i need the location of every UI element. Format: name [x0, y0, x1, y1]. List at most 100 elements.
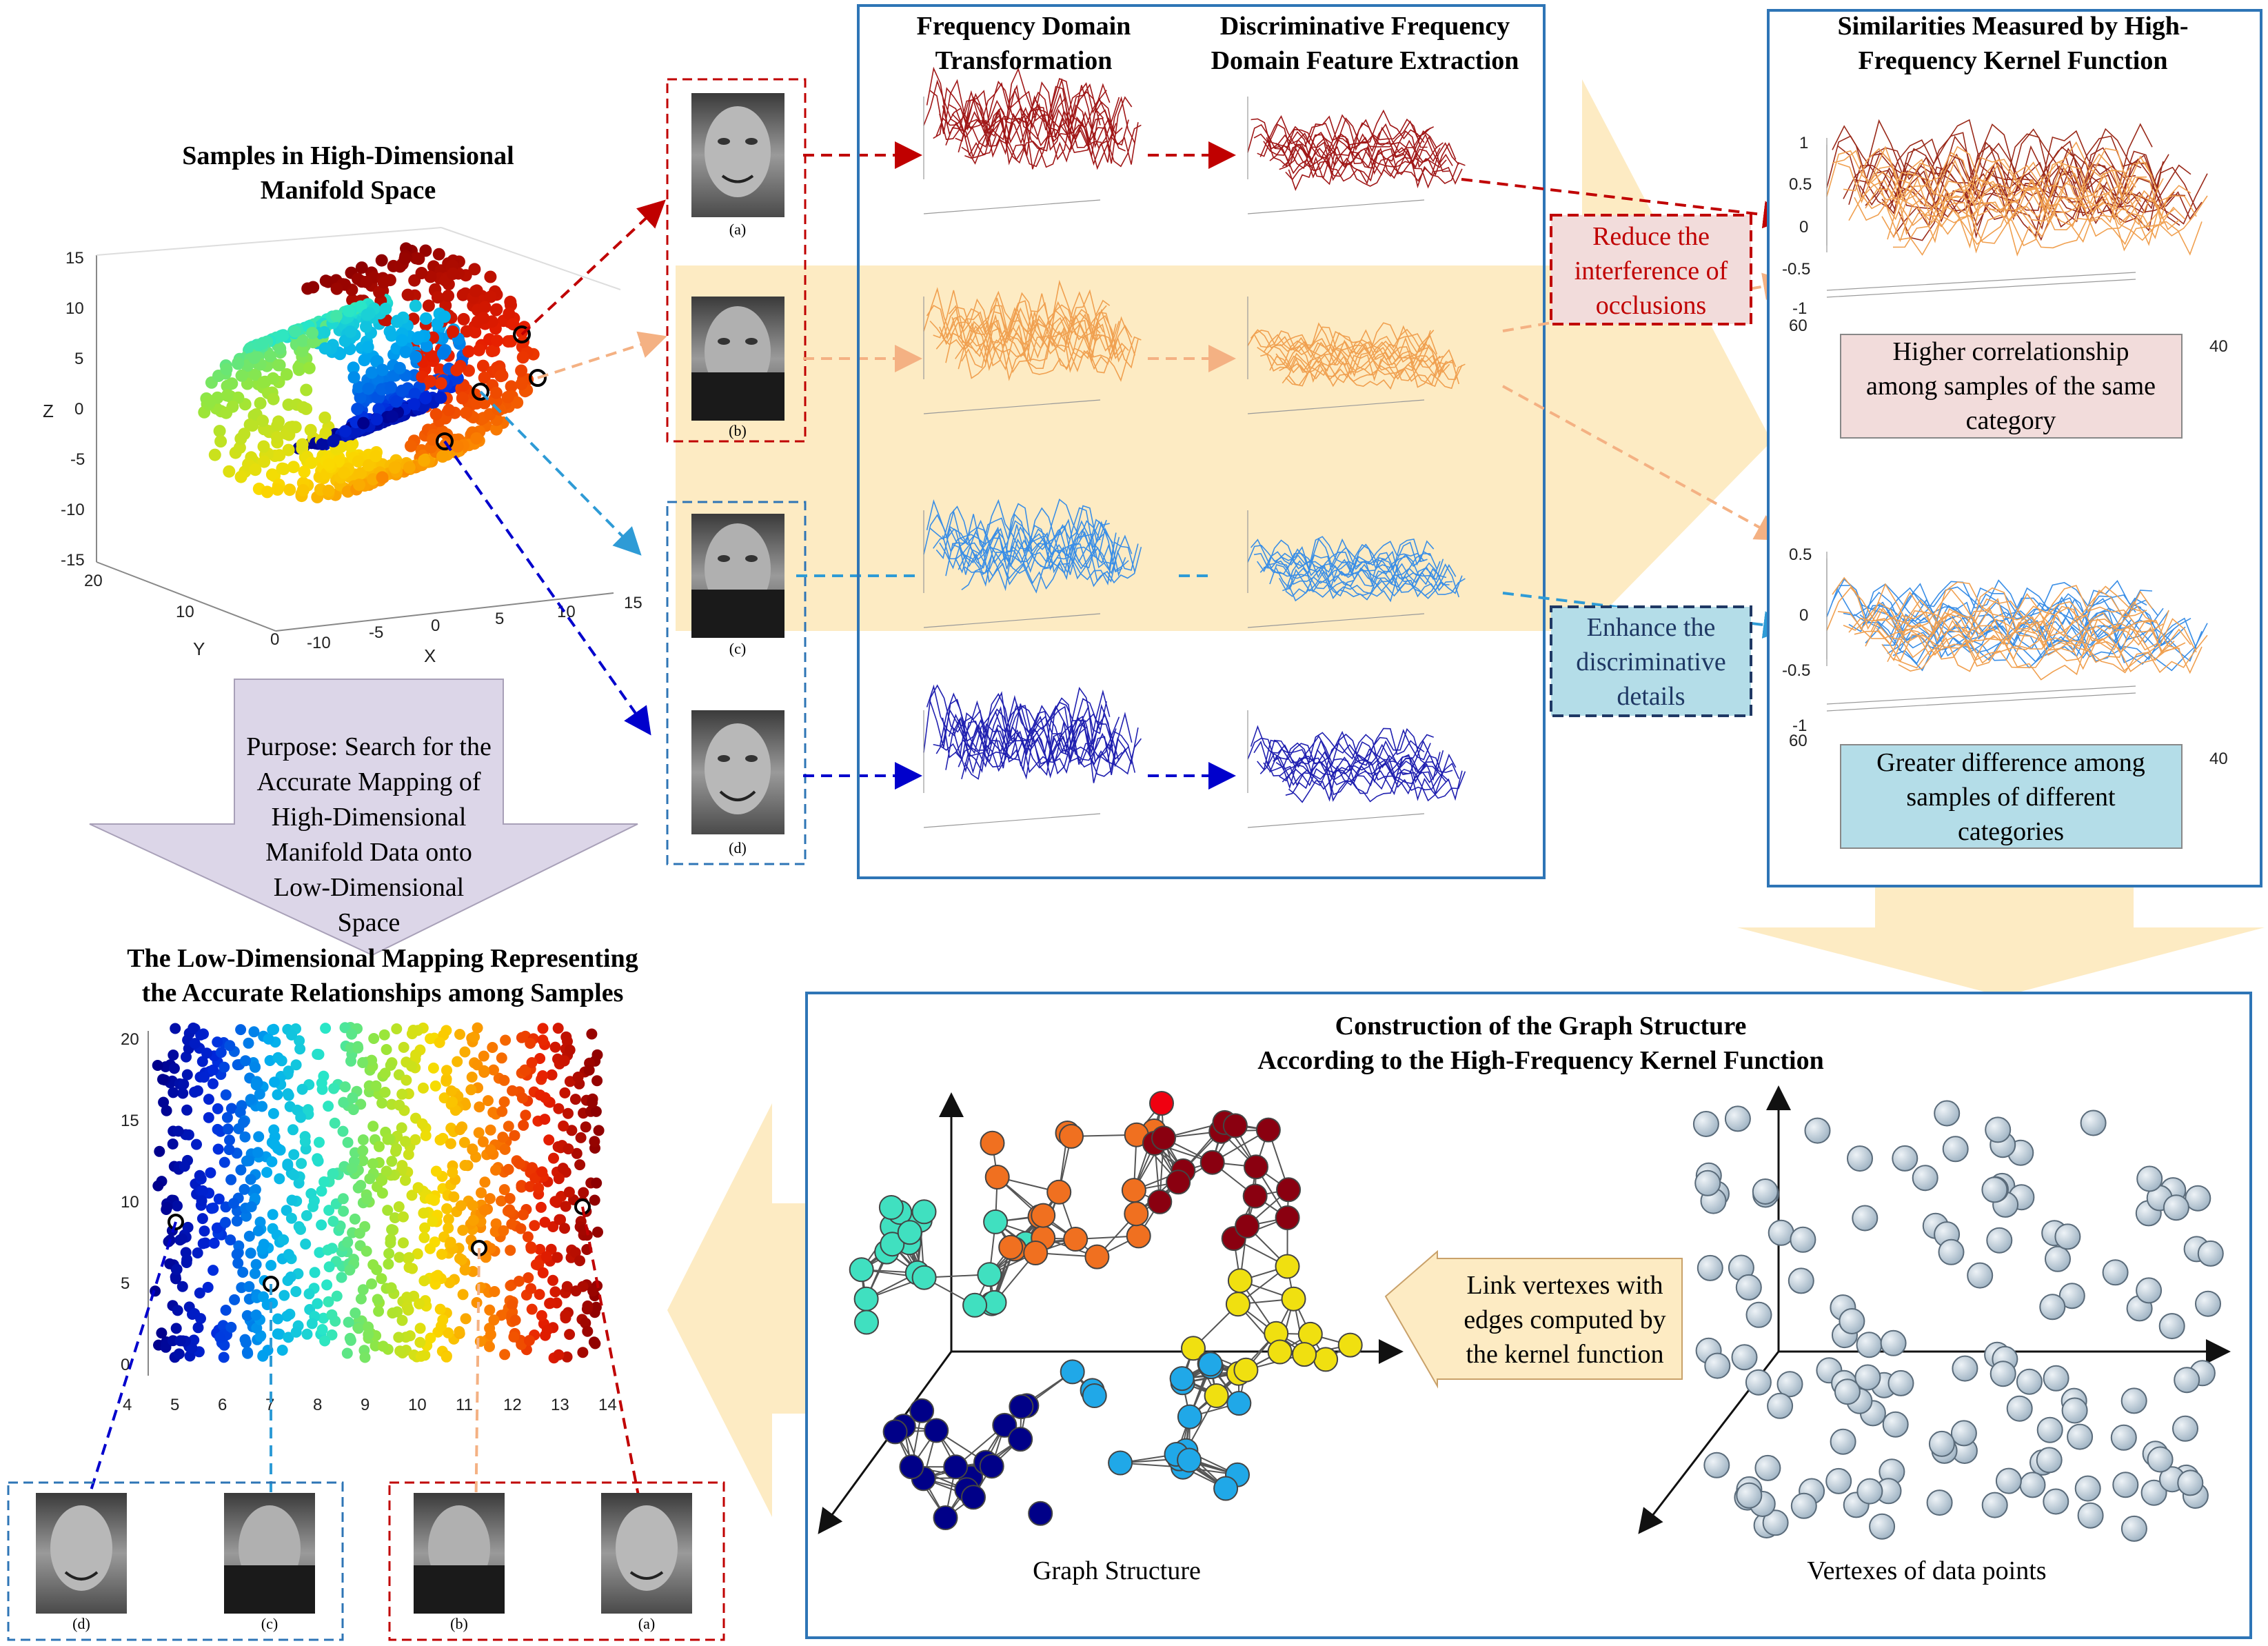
lowdim-point: [243, 1281, 255, 1292]
lowdim-x-tick: 6: [218, 1396, 227, 1414]
lowdim-point: [288, 1169, 300, 1181]
feature-surface-a: [1253, 114, 1431, 159]
sim2-axis-60: 60: [1789, 732, 1808, 750]
z-tick: 0: [74, 400, 83, 419]
manifold-point: [401, 288, 414, 301]
manifold-point: [477, 312, 490, 325]
lowdim-point: [386, 1224, 398, 1236]
lowdim-point: [181, 1254, 193, 1265]
lowdim-point: [205, 1167, 216, 1178]
similarity-surface-same-2: [1843, 148, 2153, 209]
z-axis-label: Z: [43, 401, 54, 421]
graph-node: [1177, 1447, 1202, 1473]
plot-axis: [923, 199, 1101, 214]
sim2-tick: -1: [1792, 716, 1807, 735]
vertex-point: [1825, 1467, 1852, 1494]
lowdim-point: [471, 1297, 483, 1308]
manifold-point: [451, 440, 464, 453]
similarity-surface-same-1: [1876, 145, 2186, 220]
lowdim-point: [496, 1195, 507, 1207]
manifold-point: [271, 431, 283, 444]
manifold-point: [450, 363, 463, 377]
lowdim-point: [252, 1147, 264, 1158]
lowdim-point: [578, 1187, 589, 1198]
manifold-point: [276, 329, 289, 342]
graph-node: [979, 1454, 1004, 1479]
lowdim-point: [211, 1222, 223, 1234]
graph-node: [1276, 1177, 1302, 1203]
sim1-tick: 0: [1799, 218, 1808, 237]
manifold-point: [398, 252, 412, 265]
lowdim-point: [282, 1088, 294, 1100]
lowdim-point: [276, 1345, 288, 1356]
manifold-point: [208, 448, 221, 461]
vertex-point: [1938, 1238, 1965, 1265]
lowdim-point: [170, 1023, 181, 1034]
lowdim-point: [515, 1223, 527, 1234]
manifold-point: [319, 427, 332, 439]
lowdim-point: [403, 1304, 414, 1316]
lowdim-point: [295, 1223, 306, 1235]
manifold-point: [470, 432, 483, 445]
lowdim-point: [467, 1214, 479, 1226]
manifold-point: [233, 441, 246, 454]
lowdim-point: [194, 1170, 205, 1181]
manifold-point: [433, 363, 446, 376]
similarity-surface-same-2: [1837, 145, 2147, 210]
manifold-point: [476, 359, 489, 372]
lowdim-point: [268, 1124, 280, 1136]
lowdim-point: [161, 1202, 173, 1213]
lowdim-point: [225, 1103, 237, 1114]
lowdim-point: [424, 1243, 436, 1254]
manifold-point: [501, 390, 514, 403]
sim2-tick: 0.5: [1789, 545, 1812, 564]
lowdim-title-line1: The Low-Dimensional Mapping Representing: [127, 944, 638, 973]
plot-axis: [923, 613, 1101, 628]
lowdim-point: [290, 1326, 302, 1338]
lowdim-point: [318, 1312, 330, 1324]
graph-node: [1082, 1383, 1107, 1408]
manifold-point: [225, 377, 239, 390]
lowdim-point: [338, 1096, 350, 1108]
manifold-point: [412, 252, 425, 265]
lowdim-point: [168, 1087, 179, 1098]
graph-node: [1181, 1336, 1206, 1361]
lowdim-point: [524, 1181, 536, 1192]
lowdim-point: [301, 1328, 313, 1340]
lowdim-point: [477, 1136, 489, 1147]
graph-node: [933, 1505, 958, 1530]
lowdim-point: [309, 1267, 321, 1278]
lowdim-point: [347, 1104, 359, 1116]
manifold-point: [484, 270, 497, 283]
lowdim-point: [225, 1234, 236, 1246]
lowdim-point: [191, 1138, 202, 1150]
lowdim-point: [496, 1105, 508, 1117]
graph-node: [897, 1220, 922, 1245]
sample-marker-a: [513, 325, 531, 343]
graph-node: [1275, 1205, 1300, 1230]
lowdim-point: [272, 1328, 283, 1340]
lowdim-point: [546, 1069, 558, 1081]
vertex-point: [1703, 1452, 1730, 1478]
manifold-point: [386, 410, 399, 423]
graph-node: [1197, 1352, 1223, 1377]
lowdim-point: [513, 1276, 525, 1287]
manifold-point: [503, 307, 516, 320]
lowdim-point: [235, 1024, 247, 1036]
manifold-point: [273, 359, 286, 372]
arrow-lowdim-a: [581, 1206, 654, 1533]
lowdim-point: [357, 1284, 369, 1296]
y-tick: 0: [270, 630, 279, 649]
manifold-point: [478, 301, 492, 314]
y-axis-line: [275, 592, 614, 632]
lowdim-x-tick: 5: [170, 1396, 179, 1414]
lowdim-point: [370, 1080, 382, 1092]
manifold-point: [298, 465, 311, 479]
lowdim-point: [430, 1271, 442, 1283]
lowdim-point: [476, 1187, 487, 1198]
lowdim-point: [224, 1134, 235, 1146]
vertex-point: [1967, 1262, 1994, 1289]
manifold-point: [348, 425, 361, 439]
lowdim-point: [272, 1052, 284, 1063]
lowdim-point: [484, 1304, 496, 1316]
